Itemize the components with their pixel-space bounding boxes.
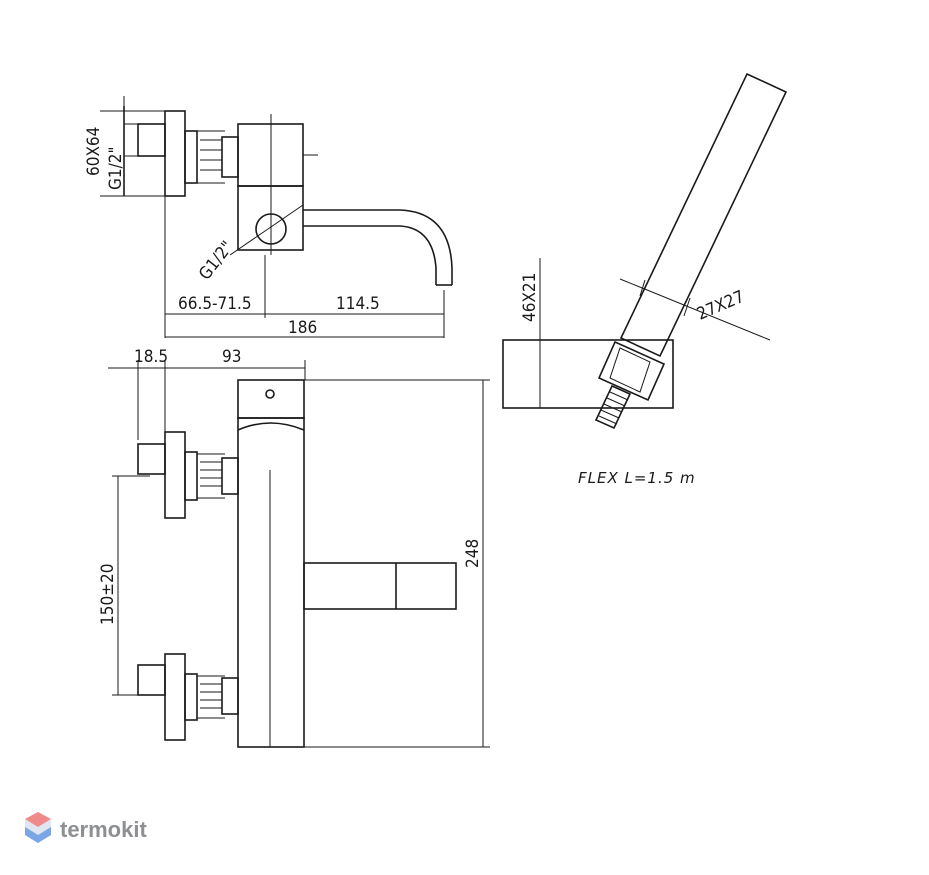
side-view: 18.5 93 248 150±20 bbox=[98, 347, 490, 748]
hand-shower-view: 46X21 27X27 FLEX L=1.5 m bbox=[502, 72, 788, 487]
dim-hex-width: 60X64 bbox=[84, 127, 104, 176]
hose-label: FLEX L=1.5 m bbox=[578, 469, 696, 487]
termokit-logo: termokit bbox=[25, 812, 147, 843]
dim-handle-size: 46X21 bbox=[520, 273, 540, 322]
top-view: 60X64 G1/2" G1/2" 66.5-71.5 114.5 186 bbox=[84, 96, 453, 338]
dim-flange-depth: 18.5 bbox=[134, 347, 168, 367]
dim-spout-reach: 114.5 bbox=[336, 294, 380, 314]
dim-handle-width: 27X27 bbox=[694, 287, 747, 325]
dim-thread-outlet: G1/2" bbox=[195, 237, 238, 284]
dim-body-height: 248 bbox=[463, 539, 483, 568]
dim-centre-distance: 150±20 bbox=[98, 564, 118, 625]
dim-body-depth: 93 bbox=[222, 347, 241, 367]
brand-name: termokit bbox=[60, 817, 147, 842]
dim-overall-depth: 186 bbox=[288, 318, 317, 338]
dim-thread-top: G1/2" bbox=[106, 147, 126, 191]
dim-range: 66.5-71.5 bbox=[178, 294, 252, 314]
